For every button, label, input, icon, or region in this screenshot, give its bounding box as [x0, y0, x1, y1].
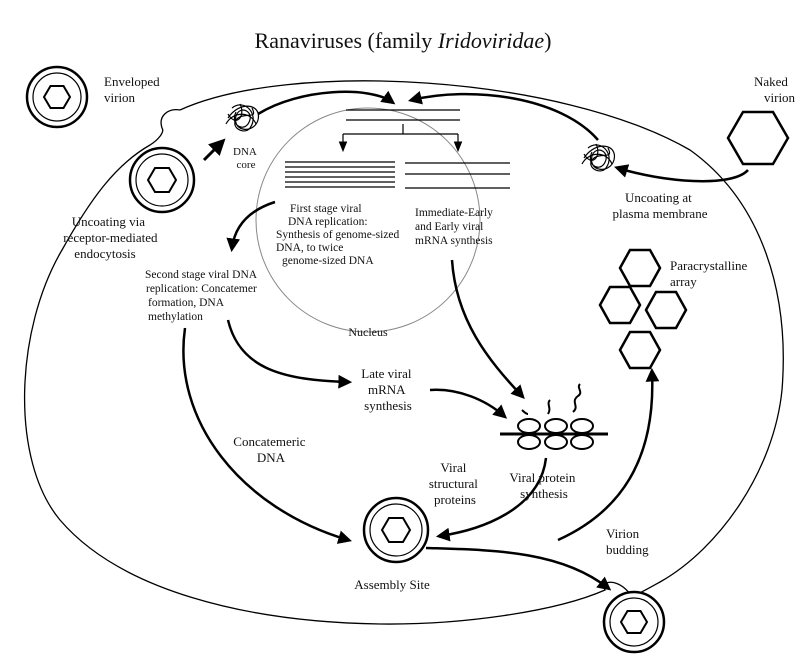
arrow-concatemeric-to-assembly: [182, 327, 352, 544]
label-immediate-early-mrna: Immediate-Early and Early viral mRNA syn…: [415, 207, 496, 247]
label-first-stage-replication: First stage viral DNA replication: Synth…: [276, 203, 402, 267]
diagram-title: Ranaviruses (family Iridoviridae): [255, 28, 552, 53]
arrow-first-to-second-stage: [226, 200, 276, 253]
arrow-to-dna-core: [202, 138, 226, 162]
label-viral-protein-synthesis: Viral protein synthesis: [509, 470, 578, 501]
arrow-naked-uncoating: [614, 164, 749, 183]
naked-virion: [726, 110, 790, 166]
arrow-late-mrna-to-ribosomes: [429, 388, 508, 419]
enveloped-virion: [25, 65, 89, 129]
label-enveloped-virion: Enveloped virion: [104, 74, 163, 105]
paracrystalline-array: [598, 248, 688, 370]
label-uncoating-receptor: Uncoating via receptor-mediated endocyto…: [63, 214, 161, 261]
genome-dna-lines: [346, 109, 460, 121]
dna-core-left: [225, 103, 259, 132]
arrow-to-late-mrna: [226, 319, 353, 389]
nucleus: [255, 107, 481, 333]
arrow-proteins-to-assembly: [435, 457, 548, 542]
polysome: [500, 383, 608, 450]
arrow-to-paracrystalline: [557, 367, 660, 542]
label-second-stage-replication: Second stage viral DNA replication: Conc…: [145, 269, 260, 323]
cell-membrane: [23, 80, 784, 625]
dna-core-right: [581, 143, 615, 172]
label-naked-virion: Naked virion: [754, 74, 796, 105]
label-assembly-site: Assembly Site: [354, 577, 430, 592]
label-viral-structural-proteins: Viral structural proteins: [429, 460, 481, 507]
endocytosed-virion: [128, 146, 196, 214]
label-dna-core: DNA core: [233, 146, 259, 171]
label-uncoating-membrane: Uncoating at plasma membrane: [613, 190, 708, 221]
label-paracrystalline-array: Paracrystalline array: [670, 258, 751, 289]
label-virion-budding: Virion budding: [606, 526, 649, 557]
arrow-right-core-to-nucleus: [407, 91, 599, 141]
arrow-left-core-to-nucleus: [257, 90, 396, 116]
label-nucleus: Nucleus: [348, 325, 388, 339]
label-late-mrna: Late viral mRNA synthesis: [361, 366, 414, 413]
assembly-site-virion: [362, 496, 430, 564]
arrow-to-budding: [425, 546, 612, 591]
label-concatemeric-dna: Concatemeric DNA: [233, 434, 308, 465]
budding-virion: [602, 590, 666, 654]
mrna-lines: [405, 162, 510, 189]
replicated-dna-lines: [285, 161, 395, 188]
branch-arrows: [338, 124, 463, 153]
arrow-early-mrna-to-ribosomes: [450, 259, 525, 399]
